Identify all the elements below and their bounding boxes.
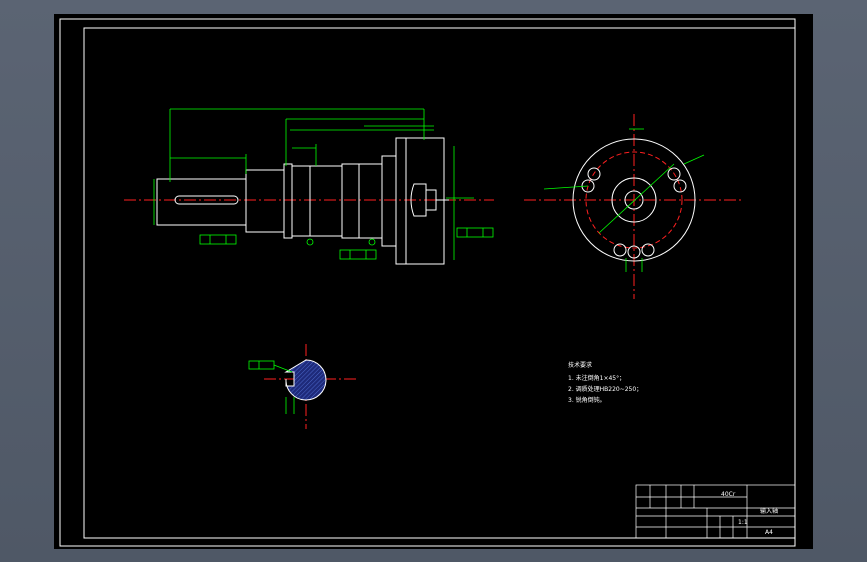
part-name-text: 输入轴 bbox=[760, 507, 778, 515]
drawing-sheet: 技术要求 1. 未注倒角1×45°； 2. 调质处理HB220~250； 3. … bbox=[59, 18, 796, 547]
outer-border bbox=[59, 18, 796, 547]
cad-drawing-viewport[interactable]: 技术要求 1. 未注倒角1×45°； 2. 调质处理HB220~250； 3. … bbox=[54, 14, 813, 549]
tolerance-frame-2 bbox=[339, 249, 377, 260]
notes-title: 技术要求 bbox=[568, 361, 592, 369]
tolerance-frame-1 bbox=[199, 234, 237, 245]
section-hatch bbox=[284, 359, 327, 401]
keyway bbox=[174, 195, 239, 205]
note-line-3: 3. 锐角倒钝。 bbox=[568, 396, 606, 404]
scale-text: 1:1 bbox=[738, 519, 748, 526]
shaft-front-view bbox=[124, 108, 494, 265]
flange-outline bbox=[572, 138, 696, 262]
drawing-number-text: A4 bbox=[765, 529, 773, 536]
flange bbox=[395, 137, 445, 265]
flange-end-view bbox=[524, 114, 744, 299]
note-line-2: 2. 调质处理HB220~250； bbox=[568, 385, 642, 393]
inner-border bbox=[83, 27, 796, 539]
tolerance-frame-3 bbox=[456, 227, 494, 238]
title-block: 40Cr 输入轴 1:1 A4 bbox=[635, 484, 796, 539]
material-text: 40Cr bbox=[721, 491, 736, 498]
technical-notes: 技术要求 1. 未注倒角1×45°； 2. 调质处理HB220~250； 3. … bbox=[568, 361, 642, 404]
note-line-1: 1. 未注倒角1×45°； bbox=[568, 374, 625, 382]
keyway-section-view bbox=[248, 344, 359, 429]
